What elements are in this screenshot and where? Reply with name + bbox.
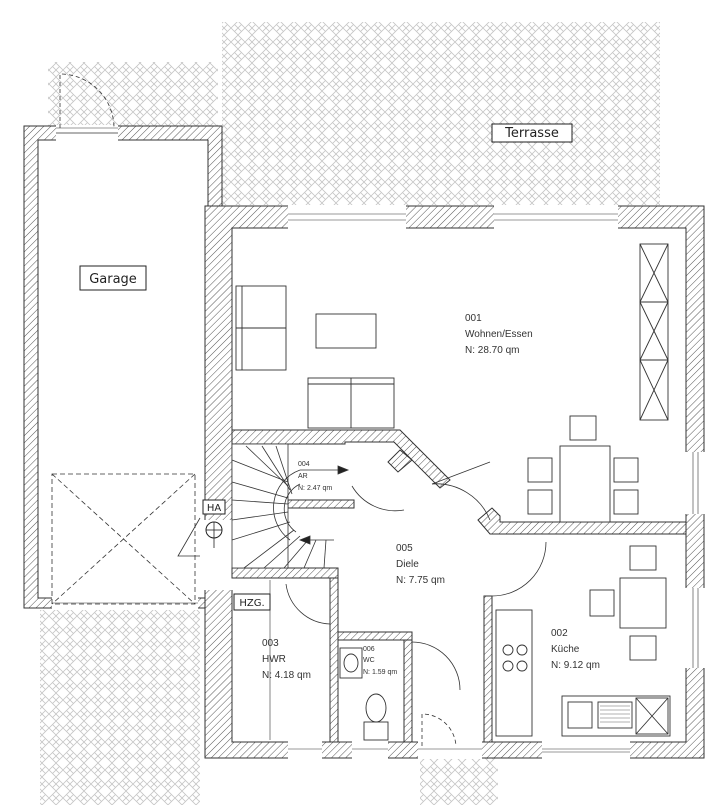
room-001-name: Wohnen/Essen xyxy=(465,329,533,340)
terrace-tag: Terrasse xyxy=(491,123,573,143)
kitchen-counter xyxy=(495,609,533,737)
coffee-table xyxy=(315,313,377,349)
garage-front-paving xyxy=(48,62,218,128)
doors xyxy=(285,461,547,747)
room-002-name: Küche xyxy=(551,644,580,655)
room-001-number: 001 xyxy=(465,313,482,324)
room-004-number: 004 xyxy=(298,461,310,468)
garage-overhead-door xyxy=(51,473,196,605)
room-003-name: HWR xyxy=(262,654,286,665)
room-005-area: N: 7.75 qm xyxy=(396,575,445,586)
kitchen-table xyxy=(619,577,667,629)
dining-table xyxy=(559,445,611,523)
living-furniture xyxy=(235,243,669,523)
room-002-area: N: 9.12 qm xyxy=(551,660,600,671)
ha-label: HA xyxy=(207,503,222,514)
garage: Garage xyxy=(23,73,223,610)
room-004-name: AR xyxy=(298,473,308,480)
entrance-paving xyxy=(420,752,498,805)
interior-walls xyxy=(231,429,687,743)
room-006-number: 006 xyxy=(363,646,375,653)
kitchen-door-swing xyxy=(491,541,547,597)
living-hall-door-swing xyxy=(431,483,491,521)
room-006-area: N: 1.59 qm xyxy=(363,669,397,676)
room-006-name: WC xyxy=(363,657,375,664)
hzg-label: HZG. xyxy=(239,598,264,609)
room-001-area: N: 28.70 qm xyxy=(465,345,519,356)
garage-interior xyxy=(37,139,209,599)
room-005-number: 005 xyxy=(396,543,413,554)
front-door-swing xyxy=(421,713,457,747)
staircase xyxy=(231,443,350,569)
garage-side-door-swing xyxy=(59,73,115,129)
hzg-tag: HZG. xyxy=(233,593,271,611)
terrace-paving xyxy=(222,22,660,205)
garage-label: Garage xyxy=(89,272,137,287)
paving-areas xyxy=(40,22,660,805)
ha-connection: HA xyxy=(177,499,226,557)
room-002-number: 002 xyxy=(551,628,568,639)
room-003-number: 003 xyxy=(262,638,279,649)
kitchen-furniture xyxy=(495,545,671,737)
room-labels: 001 Wohnen/Essen N: 28.70 qm 002 Küche N… xyxy=(262,313,600,681)
driveway-paving xyxy=(40,610,200,805)
hwr-door-swing xyxy=(285,583,331,625)
wc-door-swing xyxy=(411,641,461,691)
storage-door-swing xyxy=(351,485,405,512)
room-004-area: N: 2.47 qm xyxy=(298,485,332,492)
terrace-label: Terrasse xyxy=(504,126,559,141)
room-005-name: Diele xyxy=(396,559,419,570)
room-003-area: N: 4.18 qm xyxy=(262,670,311,681)
wc-fixtures xyxy=(339,647,389,741)
